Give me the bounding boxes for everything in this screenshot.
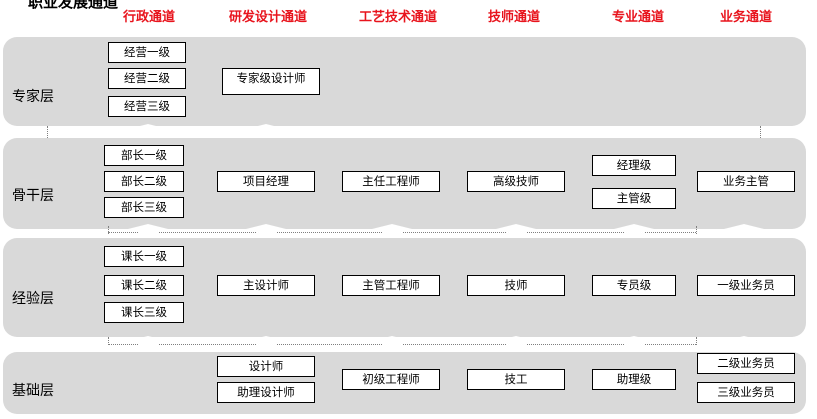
role-box: 专员级 xyxy=(592,275,676,296)
layer-label-base: 基础层 xyxy=(12,383,54,399)
role-box: 一级业务员 xyxy=(697,275,795,296)
role-box: 部长三级 xyxy=(104,197,184,218)
up-arrow-icon xyxy=(128,224,168,234)
role-box: 技师 xyxy=(467,275,565,296)
role-box: 主管级 xyxy=(592,188,676,209)
role-box: 项目经理 xyxy=(217,171,315,192)
role-box: 课长二级 xyxy=(104,275,184,296)
up-arrow-icon xyxy=(724,336,764,346)
role-box: 业务主管 xyxy=(697,171,795,192)
role-box: 技工 xyxy=(467,369,565,390)
role-box: 主设计师 xyxy=(217,275,315,296)
connector-right-3 xyxy=(696,337,697,345)
role-box: 专家级设计师 xyxy=(222,68,320,95)
up-arrow-icon xyxy=(128,124,168,134)
up-arrow-icon xyxy=(496,336,536,346)
connector-line-3 xyxy=(108,344,696,345)
role-box: 经营二级 xyxy=(108,68,186,89)
up-arrow-icon xyxy=(246,336,286,346)
role-box: 课长一级 xyxy=(104,246,184,267)
channel-header-pro: 专业通道 xyxy=(611,10,664,25)
role-box: 三级业务员 xyxy=(697,382,795,403)
connector-left-3 xyxy=(108,337,109,345)
role-box: 经营三级 xyxy=(108,96,186,117)
role-box: 主任工程师 xyxy=(342,171,440,192)
role-box: 助理级 xyxy=(592,369,676,390)
role-box: 高级技师 xyxy=(467,171,565,192)
up-arrow-icon xyxy=(372,336,412,346)
up-arrow-icon xyxy=(246,224,286,234)
role-box: 经营一级 xyxy=(108,42,186,63)
up-arrow-icon xyxy=(614,336,654,346)
channel-header-rd: 研发设计通道 xyxy=(228,10,307,25)
role-box: 部长一级 xyxy=(104,145,184,166)
up-arrow-icon xyxy=(614,224,654,234)
channel-header-admin: 行政通道 xyxy=(122,10,175,25)
connector-right-2 xyxy=(696,226,697,234)
connector-left-1 xyxy=(47,126,48,138)
channel-header-process: 工艺技术通道 xyxy=(358,10,437,25)
role-box: 经理级 xyxy=(592,155,676,176)
up-arrow-icon xyxy=(372,224,412,234)
role-box: 助理设计师 xyxy=(217,382,315,403)
page-title-clipped: 职业发展通道 xyxy=(28,0,119,11)
role-box: 课长三级 xyxy=(104,302,184,323)
role-box: 设计师 xyxy=(217,356,315,377)
connector-left-2 xyxy=(108,226,109,234)
role-box: 初级工程师 xyxy=(342,369,440,390)
channel-header-biz: 业务通道 xyxy=(719,10,772,25)
layer-label-expert: 专家层 xyxy=(12,89,54,105)
connector-right-1 xyxy=(760,126,761,138)
role-box: 主管工程师 xyxy=(342,275,440,296)
up-arrow-icon xyxy=(496,224,536,234)
role-box: 二级业务员 xyxy=(697,353,795,374)
up-arrow-icon xyxy=(246,124,286,134)
role-box: 部长二级 xyxy=(104,171,184,192)
layer-label-core: 骨干层 xyxy=(12,188,54,204)
layer-label-exp: 经验层 xyxy=(12,291,54,307)
connector-line-2 xyxy=(108,232,696,233)
channel-header-tech: 技师通道 xyxy=(487,10,540,25)
up-arrow-icon xyxy=(128,336,168,346)
up-arrow-icon xyxy=(724,224,764,234)
